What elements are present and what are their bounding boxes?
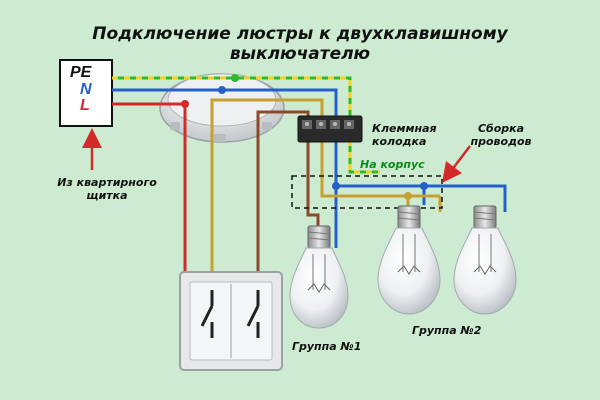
terminal-block: [297, 115, 363, 143]
switched-wire-2: [256, 110, 320, 290]
bundle-arrow: [441, 145, 471, 183]
neutral-label: N: [80, 81, 92, 98]
pe-wire: [112, 74, 380, 174]
neutral-wire: [112, 86, 507, 248]
terminal-label-1: Клеммная: [372, 122, 437, 135]
junction-box: [159, 73, 285, 143]
bulb-group2-b: [453, 205, 517, 315]
source-label-2: щитка: [86, 189, 128, 202]
bulb-group2-a: [377, 205, 441, 315]
group1-label: Группа №1: [292, 340, 362, 353]
group2-label: Группа №2: [412, 324, 482, 337]
terminal-label-2: колодка: [372, 135, 427, 148]
bundle-label-2: проводов: [470, 135, 532, 148]
wire-bundle-box: [291, 175, 443, 209]
bundle-label-1: Сборка: [477, 122, 525, 135]
ground-label: На корпус: [360, 158, 425, 171]
title-line-1: Подключение люстры к двухклавишному: [92, 24, 508, 44]
distribution-panel: [59, 59, 113, 127]
pe-label: PE: [70, 64, 92, 81]
source-label-1: Из квартирного: [57, 176, 157, 189]
switched-wire-1: [210, 98, 442, 290]
bulb-group1: [289, 225, 349, 329]
title-line-2: выключателю: [229, 44, 371, 64]
double-switch: [179, 271, 283, 371]
live-label: L: [80, 97, 90, 114]
